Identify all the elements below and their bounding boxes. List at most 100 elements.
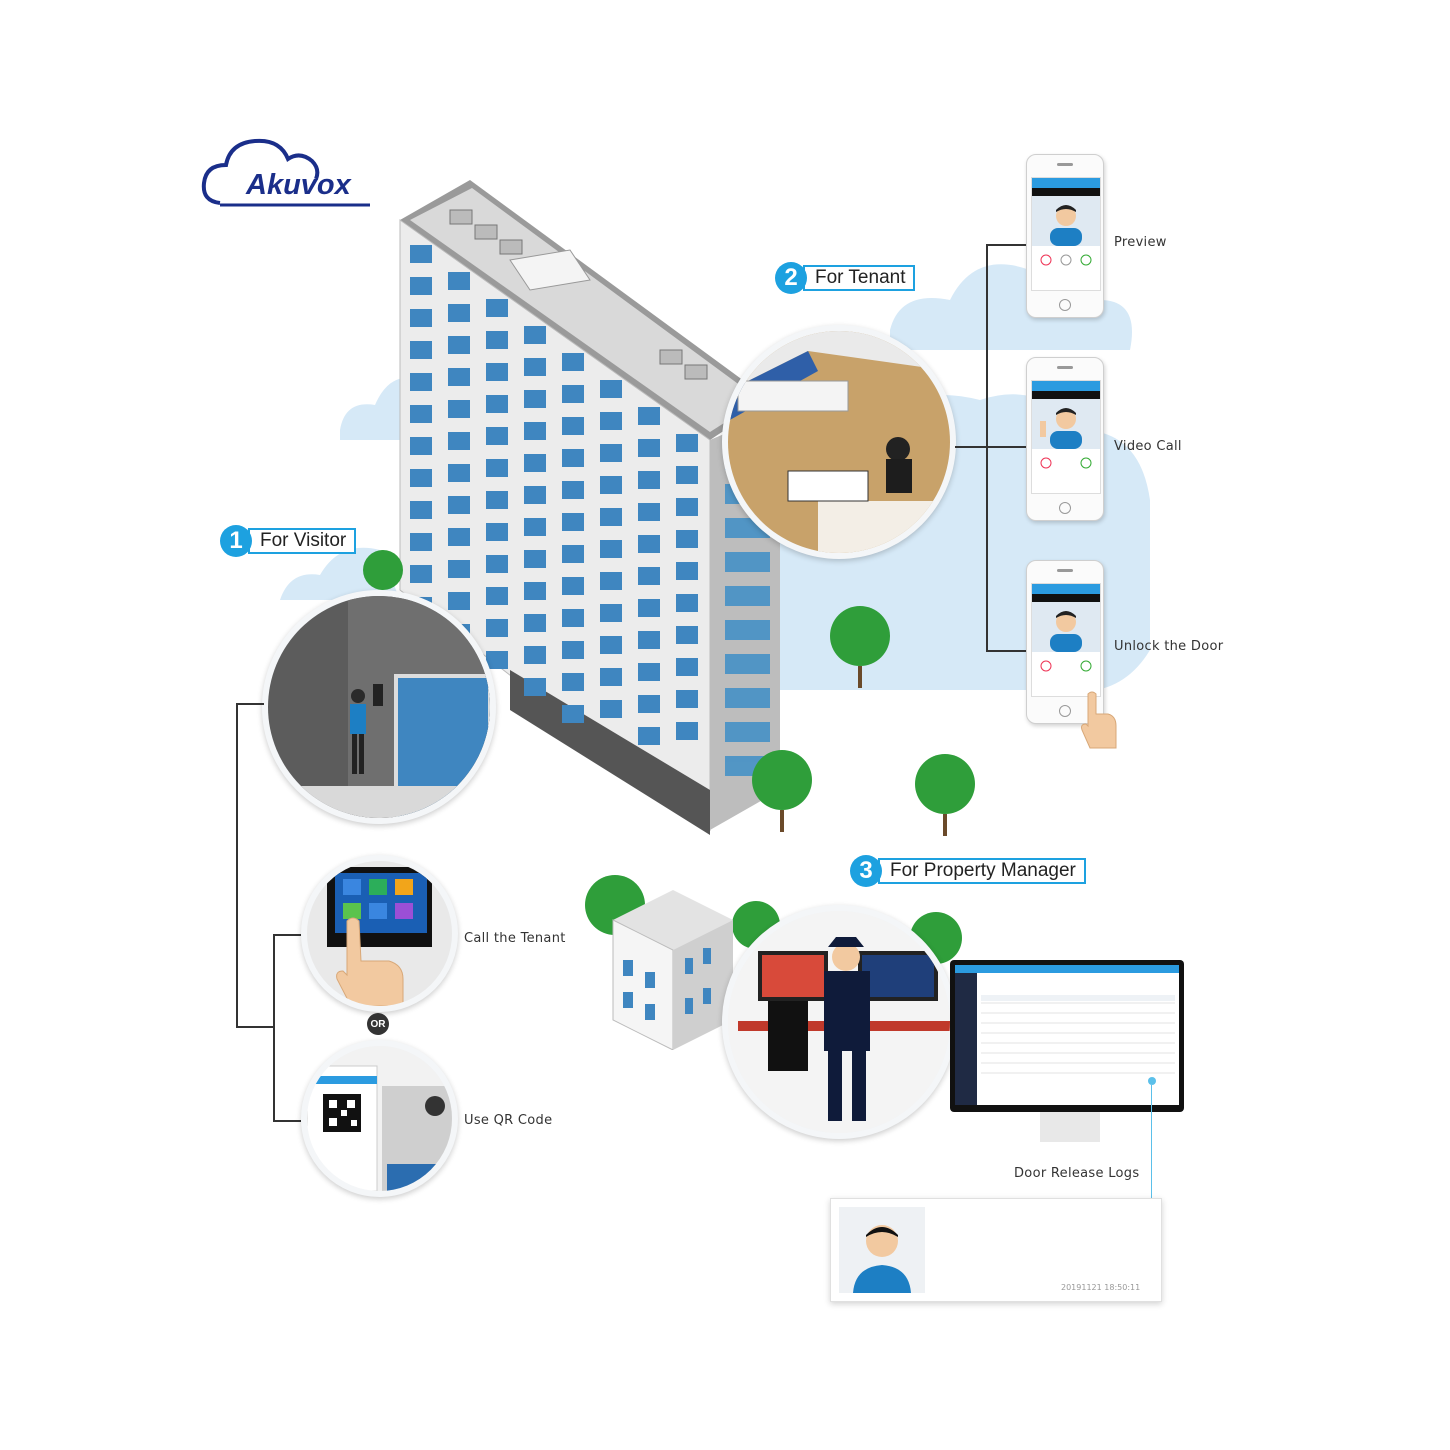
building-window [448,592,470,610]
call-controls-icon [1040,457,1092,469]
building-window [524,582,546,600]
step-manager-badge: 3 For Property Manager [850,855,1086,887]
guard-desk-illustration [728,911,950,1133]
building-window [600,572,622,590]
building-window [448,560,470,578]
monitor-stand [1040,1112,1100,1142]
step-number: 1 [220,525,252,557]
logs-monitor [950,960,1184,1112]
visitor-entrance-circle [262,590,496,824]
building-window [676,498,698,516]
building-window [486,491,508,509]
visitor-connector [273,1120,301,1122]
step-number: 2 [775,262,807,294]
door-release-logs-caption: Door Release Logs [1014,1166,1140,1181]
building-window [448,496,470,514]
building-window [638,407,660,425]
logo-wordmark: Akuvox [246,169,351,201]
building-window [600,380,622,398]
log-pointer-dot [1148,1077,1156,1085]
building-window [524,390,546,408]
building-balcony [725,586,770,606]
step-number: 3 [850,855,882,887]
building-window [486,651,508,669]
building-window [410,309,432,327]
step-label: For Tenant [803,265,916,291]
step-label: For Visitor [248,528,357,554]
building-balcony [725,722,770,742]
security-guard-circle [722,905,956,1139]
building-window [524,422,546,440]
building-window [448,432,470,450]
office-building-illustration [612,890,733,1050]
building-window [676,658,698,676]
building-window [600,668,622,686]
building-window [524,678,546,696]
building-window [600,604,622,622]
phone-caption-unlock: Unlock the Door [1114,639,1224,654]
building-window [448,336,470,354]
building-window [486,395,508,413]
caller-avatar-icon [1050,205,1082,246]
building-window [562,577,584,595]
building-window [410,437,432,455]
building-window [486,619,508,637]
building-window [562,705,584,723]
building-window [524,518,546,536]
log-timestamp: 20191121 18:50:11 [1061,1283,1141,1292]
log-snapshot [839,1207,925,1293]
qr-code-phone-illustration [307,1046,452,1191]
building-window [486,587,508,605]
building-window [562,417,584,435]
building-window [638,727,660,745]
building-window [486,299,508,317]
building-window [524,454,546,472]
building-window [562,641,584,659]
building-window [676,466,698,484]
entrance-door-illustration [268,596,490,818]
akuvox-logo: Akuvox [200,135,375,210]
or-badge: OR [367,1013,389,1035]
tenant-connector [986,650,1026,652]
building-balcony [725,688,770,708]
building-window [524,646,546,664]
visitor-connector [273,934,275,1122]
phone-preview [1026,154,1104,318]
phone-unlock-door [1026,560,1104,724]
building-window [448,528,470,546]
building-window [410,565,432,583]
caller-avatar-icon [1050,611,1082,652]
building-window [676,722,698,740]
screen-sidebar [955,965,977,1105]
visitor-connector [236,1026,274,1028]
building-window [676,562,698,580]
building-window [410,373,432,391]
visitor-connector [273,934,301,936]
building-window [676,626,698,644]
visitor-connector [236,703,264,705]
phone-caption-preview: Preview [1114,235,1167,250]
building-window [410,501,432,519]
building-window [448,368,470,386]
building-window [562,609,584,627]
building-window [638,695,660,713]
tenant-connector [986,244,988,652]
building-window [600,412,622,430]
intercom-touchscreen-illustration [307,861,452,1006]
building-window [638,599,660,617]
building-window [638,631,660,649]
building-window [410,277,432,295]
step-label: For Property Manager [878,858,1086,884]
building-window [562,449,584,467]
building-window [410,405,432,423]
log-table-illustration [981,995,1175,1074]
tenant-connector [986,244,1026,246]
building-window [676,594,698,612]
door-release-log-card: 20191121 18:50:11 [830,1198,1162,1302]
call-controls-icon [1040,660,1092,672]
building-window [524,486,546,504]
building-window [600,508,622,526]
tenant-living-room-circle [722,325,956,559]
building-window [524,358,546,376]
